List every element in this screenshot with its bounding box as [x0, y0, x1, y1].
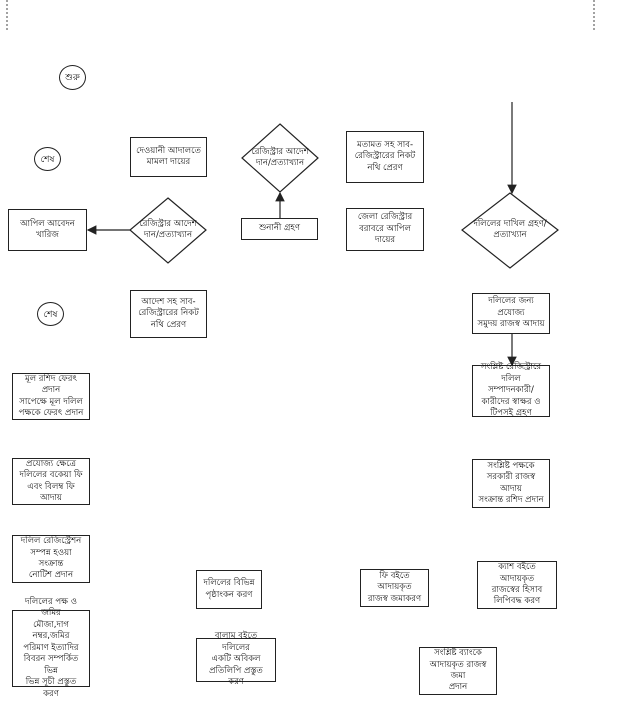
decision-deed-accept: [461, 192, 559, 269]
index-prepare-box: দলিলের পক্ষ ও জমির মৌজা,দাগ নম্বর,জমির প…: [12, 597, 90, 699]
decision-registrar-order-mid-label: রেজিস্ট্রার আদেশ দান/প্রত্যাখ্যান: [139, 218, 197, 240]
fee-deposit-box: ফি বইতে আদায়কৃত রাজস্ব জমাকরণ: [360, 569, 429, 607]
appeal-reject-box: আপিল আবেদন খারিজ: [8, 209, 87, 251]
decision-deed-accept-label: দলিলের দাখিল গ্রহণ/ প্রত্যাখ্যান: [473, 218, 547, 240]
civil-court-box: দেওয়ানী আদালতে মামলা দায়ের: [130, 137, 207, 177]
notice-box: দলিল রেজিস্ট্রেশন সম্পন্ন হওয়া সংক্রান্…: [12, 535, 90, 583]
end-node-bottom: শেষ: [37, 302, 64, 326]
district-appeal-box: জেলা রেজিস্ট্রার বরাবরে আপিল দায়ের: [346, 208, 424, 251]
page-endorse-box: দলিলের বিভিন্ন পৃষ্ঠাংকন করণ: [196, 570, 262, 609]
end-node-top: শেষ: [34, 147, 61, 171]
decision-registrar-order-mid: [129, 197, 207, 264]
opinion-forward-box: মতামত সহ সাব- রেজিস্ট্রারের নিকট নথি প্র…: [346, 131, 424, 183]
bank-deposit-box: সংশ্লিষ্ট ব্যাংকে আদায়কৃত রাজস্ব জমা প্…: [419, 647, 497, 695]
signature-take-box: সংশ্লিষ্ট রেজিস্ট্রারে দলিল সম্পাদনকারী/…: [472, 362, 550, 418]
cash-record-box: ক্যাশ বইতে আদায়কৃত রাজস্বের হিসাব লিপিব…: [477, 561, 557, 609]
receipt-give-box: সংশ্লিষ্ট পক্ষকে সরকারী রাজস্ব আদায় সংক…: [472, 459, 550, 508]
original-receipt-box: মূল রশিদ ফেরৎ প্রদান সাপেক্ষে মূল দলিল প…: [12, 373, 90, 420]
start-node: শুরু: [59, 65, 86, 90]
decision-registrar-order-top-label: রেজিস্ট্রার আদেশ দান/প্রত্যাখ্যান: [251, 146, 309, 168]
order-forward-box: আদেশ সহ সাব- রেজিস্ট্রারের নিকট নথি প্রে…: [130, 290, 207, 338]
arrear-fee-box: প্রযোজ্য ক্ষেত্রে দলিলের বকেয়া ফি এবং ব…: [12, 458, 90, 505]
volume-copy-box: বালাম বইতে দলিলের একটি অবিকল প্রতিলিপি প…: [196, 631, 276, 687]
hearing-box: শুনানী গ্রহণ: [241, 218, 318, 240]
revenue-collect-box: দলিলের জন্য প্রযোজ্য সমুদয় রাজস্ব আদায়: [472, 293, 550, 334]
